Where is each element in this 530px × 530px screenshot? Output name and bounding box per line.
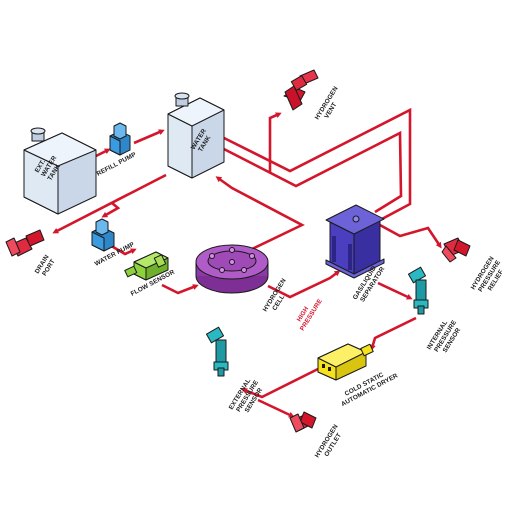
pipe-water-pump-to-flow-sensor bbox=[107, 242, 137, 256]
component-label: HYDROGEN VENT bbox=[314, 84, 347, 125]
pipe-water-tank-to-vent bbox=[217, 130, 403, 214]
pipe-cell-to-water-tank bbox=[215, 176, 305, 251]
drain-port: DRAIN PORT bbox=[5, 229, 58, 279]
pipe-flow-sensor-to-cell bbox=[161, 283, 199, 295]
component-label: DRAIN PORT bbox=[34, 252, 58, 279]
pipe-vent-riser bbox=[221, 107, 412, 222]
internal-pressure-sensor: INTERNAL PRESSURE SENSOR bbox=[407, 266, 466, 359]
hydrogen-outlet: HYDROGEN OUTLET bbox=[289, 411, 347, 463]
pipe-water-tank-to-drain bbox=[52, 173, 167, 234]
flow-sensor: FLOW SENSOR bbox=[124, 251, 176, 298]
component-label: HYDROGEN PRESSURE RELIEF bbox=[470, 254, 510, 299]
pipes bbox=[52, 107, 442, 418]
component-label: HYDROGEN OUTLET bbox=[314, 422, 347, 463]
pipe-sensor-to-outlet bbox=[257, 398, 295, 418]
pipe-separator-to-relief bbox=[377, 222, 442, 249]
gas-liquid-separator: GAS/LIQUID SEPARATOR bbox=[325, 204, 386, 303]
pipe-sensor-to-dryer bbox=[369, 316, 417, 351]
pipe-vent-branch bbox=[268, 112, 282, 173]
hydrogen-pressure-relief: HYDROGEN PRESSURE RELIEF bbox=[441, 237, 510, 299]
pipe-dryer-to-external-sensor bbox=[241, 367, 319, 399]
pipe-branch-to-water-pump bbox=[101, 202, 121, 218]
pipe-refill-pump-to-water-tank bbox=[133, 129, 165, 145]
component-label: INTERNAL PRESSURE SENSOR bbox=[426, 314, 466, 359]
label-refill-pump: REFILL PUMP bbox=[96, 151, 138, 178]
water-tank: WATER TANK bbox=[167, 92, 225, 179]
pipe-high-pressure bbox=[267, 270, 341, 299]
external-pressure-sensor: EXTERNAL PRESSURE SENSOR bbox=[205, 326, 264, 414]
ext-water-tank: EXT. WATER TANK bbox=[23, 127, 97, 215]
water-pump: WATER PUMP bbox=[91, 218, 136, 268]
label-high-pressure: HIGH PRESSURE bbox=[293, 293, 325, 332]
pipe-separator-to-internal-sensor bbox=[377, 281, 413, 300]
hydrogen-vent: HYDROGEN VENT bbox=[283, 69, 347, 125]
hydrogen-cell: HYDROGEN CELL bbox=[195, 244, 288, 313]
refill-pump: REFILL PUMP bbox=[96, 122, 138, 178]
cold-static-automatic-dryer: COLD STATIC AUTOMATIC DRYER bbox=[317, 343, 399, 408]
